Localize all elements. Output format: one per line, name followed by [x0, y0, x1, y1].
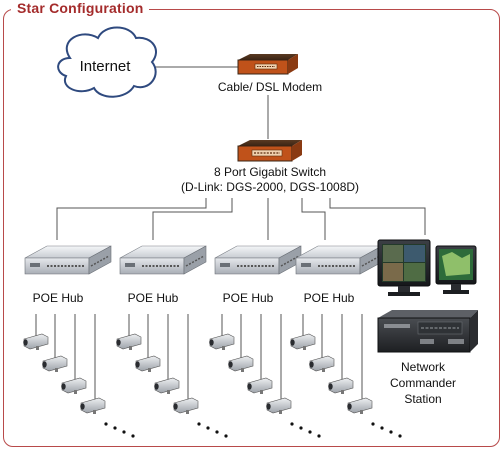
monitor-right	[435, 245, 477, 294]
camera-icon	[228, 355, 254, 372]
camera-icon	[290, 333, 316, 350]
poe-hub-2	[119, 245, 207, 275]
more-cameras-ellipsis	[290, 422, 321, 438]
camera-icon	[347, 397, 373, 414]
camera-icon	[154, 377, 180, 394]
switch-to-hub1-line	[56, 198, 207, 240]
switch-label-line1: 8 Port Gigabit Switch	[214, 165, 326, 179]
station-label-line1: Network	[401, 360, 446, 374]
switch-to-station-line	[329, 198, 426, 235]
camera-group-1	[23, 314, 135, 438]
poe-hub-3	[214, 245, 302, 275]
station-label-line3: Station	[404, 392, 441, 406]
camera-icon	[23, 333, 49, 350]
network-commander-station	[377, 239, 478, 353]
camera-icon	[247, 377, 273, 394]
rack-server	[377, 310, 478, 353]
switch-device	[237, 140, 302, 162]
camera-icon	[135, 355, 161, 372]
modem-device	[237, 54, 298, 75]
camera-group-2	[116, 314, 228, 438]
diagram-frame	[3, 9, 500, 447]
camera-icon	[173, 397, 199, 414]
internet-label: Internet	[80, 58, 132, 75]
switch-to-hub4-line	[301, 198, 326, 240]
station-label-line2: Commander	[390, 376, 456, 390]
camera-icon	[209, 333, 235, 350]
internet-cloud: Internet	[57, 26, 157, 98]
switch-label-line2: (D-Link: DGS-2000, DGS-1008D)	[181, 180, 359, 194]
camera-icon	[61, 377, 87, 394]
camera-group-3	[209, 314, 321, 438]
poe-hub-1	[24, 245, 112, 275]
camera-icon	[80, 397, 106, 414]
connection-lines	[56, 66, 426, 240]
hub-4-label: POE Hub	[304, 291, 355, 305]
camera-icon	[116, 333, 142, 350]
switch-to-hub2-line	[152, 198, 233, 240]
cloud-shape	[57, 26, 157, 98]
more-cameras-ellipsis	[197, 422, 228, 438]
more-cameras-ellipsis	[104, 422, 135, 438]
hub-2-label: POE Hub	[128, 291, 179, 305]
camera-icon	[266, 397, 292, 414]
more-cameras-ellipsis	[371, 422, 402, 438]
diagram-title: Star Configuration	[11, 0, 150, 16]
camera-groups	[23, 314, 402, 438]
camera-icon	[309, 355, 335, 372]
monitor-left	[377, 239, 431, 296]
poe-hub-4	[295, 245, 383, 275]
hub-1-label: POE Hub	[33, 291, 84, 305]
modem-label: Cable/ DSL Modem	[218, 80, 322, 94]
camera-group-4	[290, 314, 402, 438]
camera-icon	[328, 377, 354, 394]
hub-3-label: POE Hub	[223, 291, 274, 305]
camera-icon	[42, 355, 68, 372]
